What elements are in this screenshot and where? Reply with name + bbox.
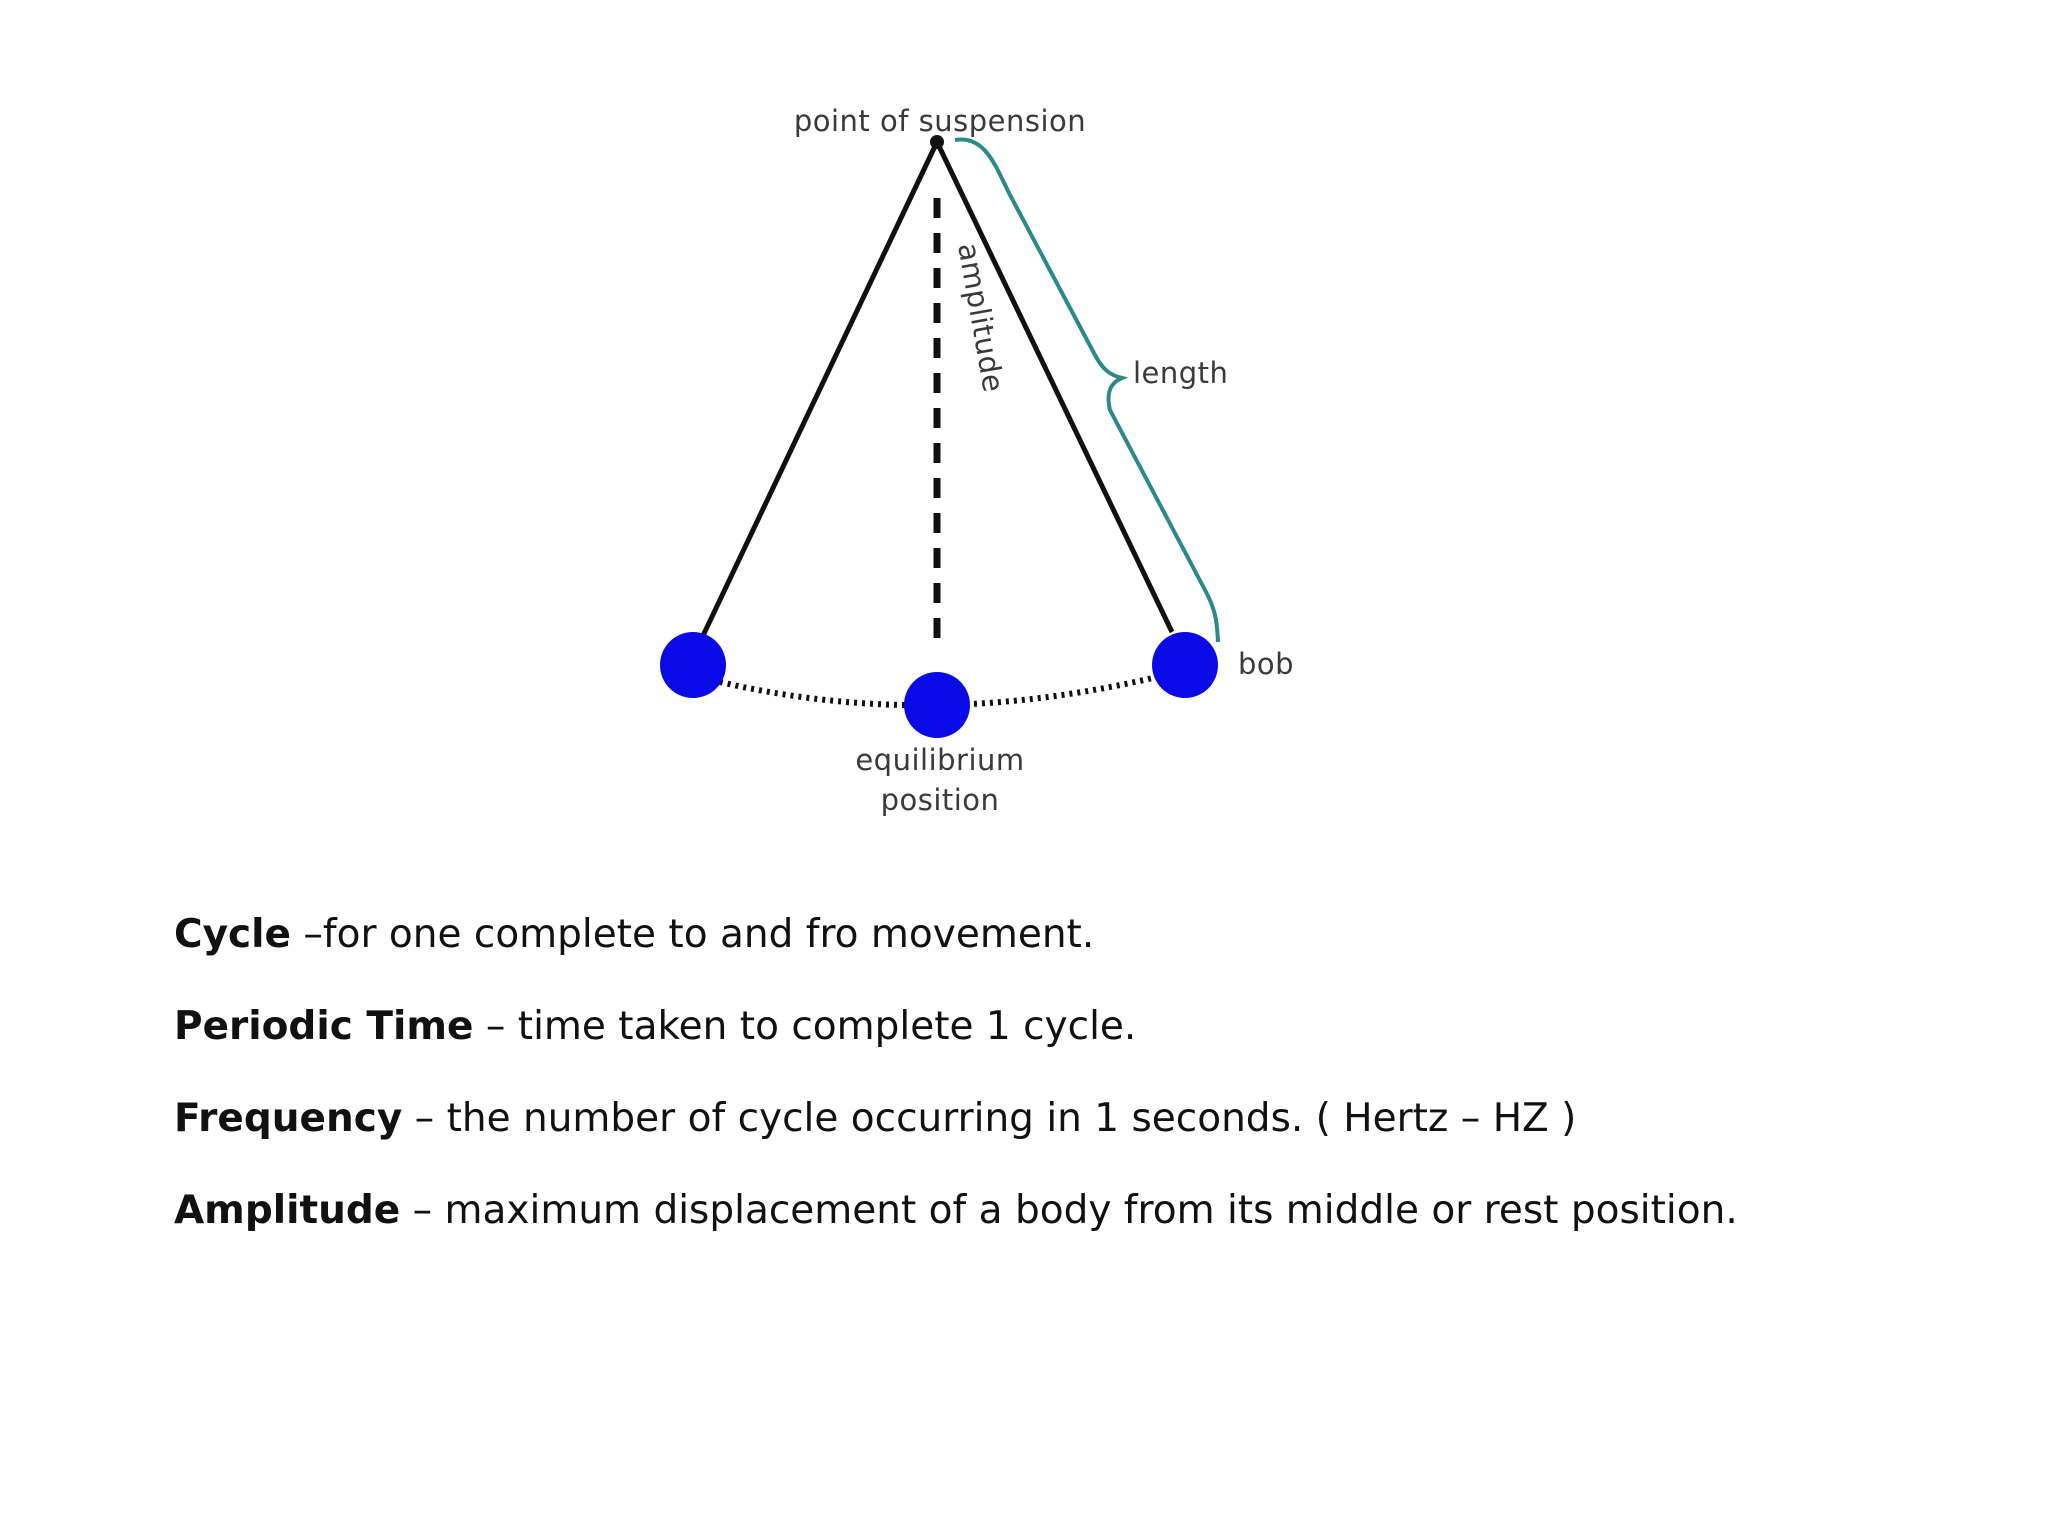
label-point-of-suspension: point of suspension <box>794 104 1086 138</box>
label-bob: bob <box>1238 647 1294 681</box>
label-equilibrium: equilibrium <box>855 743 1024 777</box>
definition-term: Amplitude <box>174 1188 401 1233</box>
definitions-list: Cycle –for one complete to and fro movem… <box>174 895 1974 1263</box>
definition-term: Periodic Time <box>174 1004 474 1049</box>
bob-right <box>1152 632 1218 698</box>
string-right <box>934 140 1175 634</box>
label-amplitude: amplitude <box>951 240 1011 395</box>
definition-text: – time taken to complete 1 cycle. <box>473 1004 1137 1049</box>
definition-text: – the number of cycle occurring in 1 sec… <box>402 1096 1577 1141</box>
definition-cycle: Cycle –for one complete to and fro movem… <box>174 895 1974 987</box>
definition-term: Cycle <box>174 912 291 957</box>
definition-text: –for one complete to and fro movement. <box>290 912 1095 957</box>
definition-amplitude: Amplitude – maximum displacement of a bo… <box>174 1171 1974 1263</box>
definition-periodic-time: Periodic Time – time taken to complete 1… <box>174 987 1974 1079</box>
label-length: length <box>1133 356 1228 390</box>
definition-frequency: Frequency – the number of cycle occurrin… <box>174 1079 1974 1171</box>
bob-center <box>904 672 970 738</box>
length-bracket <box>954 137 1220 643</box>
suspension-point <box>930 135 944 149</box>
pendulum-diagram: point of suspension amplitude length bob… <box>660 104 1294 817</box>
bob-left <box>660 632 726 698</box>
definition-text: – maximum displacement of a body from it… <box>400 1188 1738 1233</box>
definition-term: Frequency <box>174 1096 403 1141</box>
string-left <box>697 140 940 644</box>
label-position: position <box>881 783 1000 817</box>
